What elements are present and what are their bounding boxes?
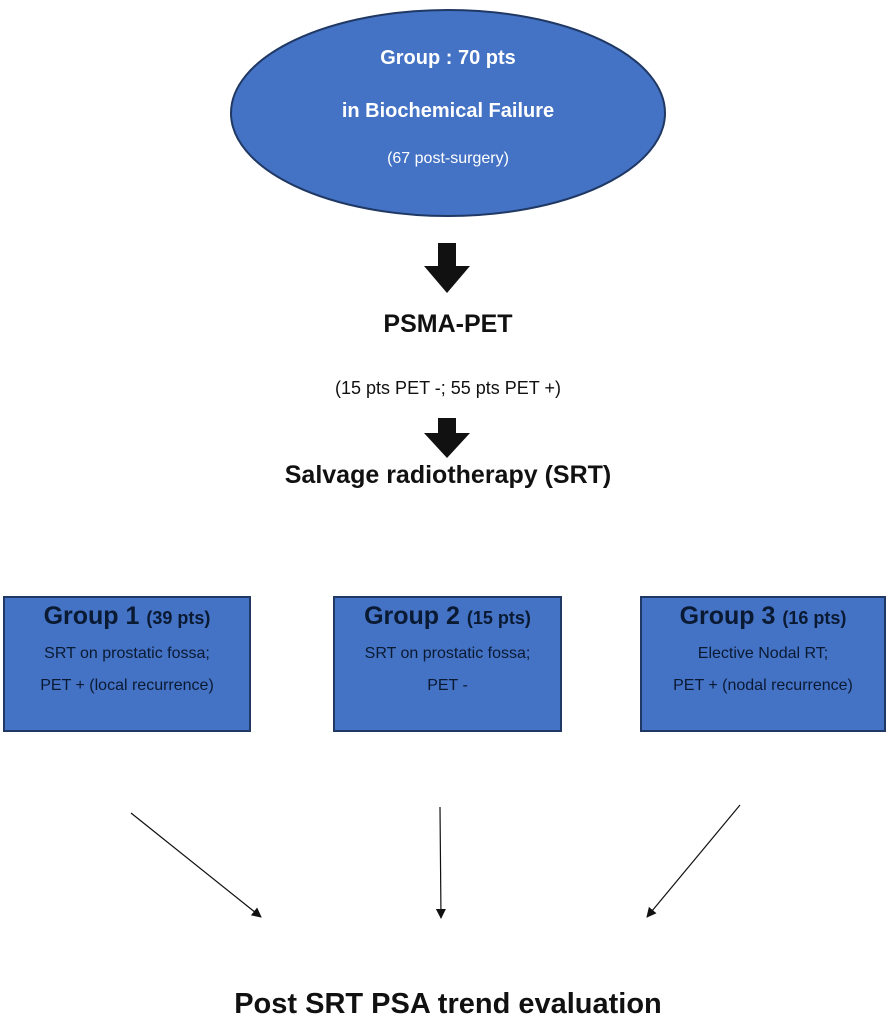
block-arrow-down-2 (424, 418, 470, 458)
group-1-title: Group 1 (39 pts) (43, 602, 211, 630)
group-3-title: Group 3 (16 pts) (679, 602, 847, 630)
block-arrow-down-1 (424, 243, 470, 293)
start-node-title: Group : 70 pts (380, 47, 516, 69)
group-1-box: Group 1 (39 pts) SRT on prostatic fossa;… (3, 596, 251, 732)
group-3-count: (16 pts) (782, 608, 847, 628)
srt-label: Salvage radiotherapy (SRT) (284, 461, 612, 489)
start-node-ellipse (230, 9, 666, 217)
group-3-line-2: PET + (nodal recurrence) (673, 677, 853, 694)
group-1-line-2: PET + (local recurrence) (40, 677, 214, 694)
arrow-group1-to-outcome (130, 812, 262, 918)
group-2-line-1: SRT on prostatic fossa; (364, 645, 531, 662)
group-1-line-1: SRT on prostatic fossa; (44, 645, 210, 662)
group-3-box: Group 3 (16 pts) Elective Nodal RT; PET … (640, 596, 886, 732)
outcome-label: Post SRT PSA trend evaluation (234, 988, 662, 1020)
arrow-group3-to-outcome (646, 804, 741, 918)
group-2-line-2: PET - (427, 677, 468, 694)
psma-pet-label: PSMA-PET (383, 310, 513, 338)
start-node-subtitle: in Biochemical Failure (341, 100, 555, 122)
arrow-group2-to-outcome (435, 806, 446, 919)
group-2-box: Group 2 (15 pts) SRT on prostatic fossa;… (333, 596, 562, 732)
group-2-title: Group 2 (15 pts) (364, 602, 531, 630)
group-1-count: (39 pts) (146, 608, 211, 628)
group-2-count: (15 pts) (466, 608, 531, 628)
start-node-note: (67 post-surgery) (387, 150, 509, 167)
pet-counts-label: (15 pts PET -; 55 pts PET +) (335, 378, 561, 398)
group-3-line-1: Elective Nodal RT; (697, 645, 829, 662)
